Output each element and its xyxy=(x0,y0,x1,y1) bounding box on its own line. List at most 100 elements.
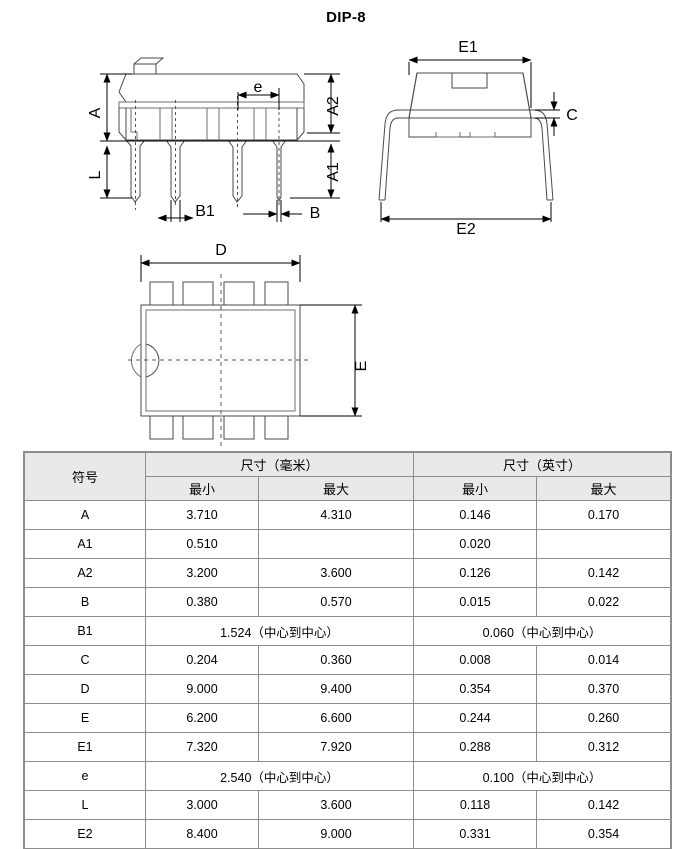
cell-inch-max: 0.142 xyxy=(536,558,672,588)
front-view-dimensions xyxy=(100,73,340,222)
cell-inch-max xyxy=(536,529,672,559)
cell-inch-min: 0.020 xyxy=(413,529,538,559)
cell-mm-max: 0.360 xyxy=(257,645,415,675)
cell-inch-min: 0.288 xyxy=(413,732,538,762)
cell-inch-min: 0.354 xyxy=(413,674,538,704)
cell-mm-min: 9.000 xyxy=(145,674,259,704)
cell-mm-max: 9.400 xyxy=(257,674,415,704)
column-header-inch-max: 最大 xyxy=(536,476,672,501)
cell-inch-max: 0.312 xyxy=(536,732,672,762)
cell-mm-min: 0.510 xyxy=(145,529,259,559)
cell-inch-min: 0.118 xyxy=(413,790,538,820)
cell-inch-min: 0.244 xyxy=(413,703,538,733)
dim-label-B1: B1 xyxy=(195,203,215,220)
column-header-mm: 尺寸（毫米） xyxy=(144,452,415,477)
cell-inch-max: 0.170 xyxy=(536,500,672,530)
dim-label-L: L xyxy=(87,170,104,179)
cell-symbol: A1 xyxy=(24,529,146,559)
dim-label-A2: A2 xyxy=(325,96,342,116)
dim-label-C: C xyxy=(566,107,578,124)
column-header-inch-min: 最小 xyxy=(413,476,538,501)
dim-label-A1: A1 xyxy=(325,162,342,182)
cell-mm-max: 7.920 xyxy=(257,732,415,762)
side-view-geometry xyxy=(378,72,554,201)
cell-mm-min: 3.200 xyxy=(145,558,259,588)
page-title: DIP-8 xyxy=(326,9,366,26)
cell-inch-min: 0.008 xyxy=(413,645,538,675)
table-head: 符号 尺寸（毫米） 尺寸（英寸） 最小 最大 最小 最大 xyxy=(24,452,672,501)
dim-label-E: E xyxy=(353,361,370,372)
drawing-canvas: A L e A2 A1 B1 B E1 E2 C D E xyxy=(87,39,578,446)
cell-mm-min: 3.710 xyxy=(145,500,259,530)
cell-symbol: B xyxy=(24,587,146,617)
dim-label-E1: E1 xyxy=(458,39,478,56)
cell-symbol: C xyxy=(24,645,146,675)
cell-mm-max: 3.600 xyxy=(257,790,415,820)
cell-mm-min: 0.380 xyxy=(145,587,259,617)
cell-inch-max: 0.142 xyxy=(536,790,672,820)
cell-mm-min: 0.204 xyxy=(145,645,259,675)
cell-mm-min: 7.320 xyxy=(145,732,259,762)
top-view-dimensions xyxy=(140,255,362,417)
cell-mm-max: 9.000 xyxy=(257,819,415,849)
cell-mm-min: 3.000 xyxy=(145,790,259,820)
cell-inch-min: 0.331 xyxy=(413,819,538,849)
cell-inch-span: 0.060（中心到中心） xyxy=(413,616,672,646)
cell-symbol: B1 xyxy=(24,616,146,646)
cell-symbol: E xyxy=(24,703,146,733)
cell-symbol: e xyxy=(24,761,146,791)
cell-mm-max: 0.570 xyxy=(257,587,415,617)
cell-symbol: A xyxy=(24,500,146,530)
table-header-row-groups: 符号 尺寸（毫米） 尺寸（英寸） xyxy=(24,452,672,501)
dim-label-D: D xyxy=(215,242,227,259)
cell-mm-max: 4.310 xyxy=(257,500,415,530)
side-view-dimensions xyxy=(380,56,560,223)
dim-label-B: B xyxy=(310,205,321,222)
cell-mm-min: 8.400 xyxy=(145,819,259,849)
dim-label-E2: E2 xyxy=(456,221,476,238)
dim-label-e: e xyxy=(254,79,263,96)
column-header-symbol: 符号 xyxy=(24,452,146,501)
front-view-geometry xyxy=(118,57,305,210)
cell-inch-span: 0.100（中心到中心） xyxy=(413,761,672,791)
cell-inch-max: 0.260 xyxy=(536,703,672,733)
cell-mm-span: 1.524（中心到中心） xyxy=(144,616,415,646)
cell-inch-max: 0.354 xyxy=(536,819,672,849)
cell-inch-min: 0.015 xyxy=(413,587,538,617)
cell-mm-min: 6.200 xyxy=(145,703,259,733)
dim-label-A: A xyxy=(87,107,104,118)
cell-mm-span: 2.540（中心到中心） xyxy=(144,761,415,791)
cell-mm-max: 6.600 xyxy=(257,703,415,733)
cell-inch-max: 0.014 xyxy=(536,645,672,675)
cell-mm-max xyxy=(257,529,415,559)
package-drawings: A L e A2 A1 B1 B E1 E2 C D E xyxy=(87,39,578,446)
cell-inch-min: 0.146 xyxy=(413,500,538,530)
cell-symbol: A2 xyxy=(24,558,146,588)
column-header-mm-max: 最大 xyxy=(257,476,415,501)
cell-symbol: L xyxy=(24,790,146,820)
cell-inch-max: 0.022 xyxy=(536,587,672,617)
cell-symbol: E2 xyxy=(24,819,146,849)
column-header-mm-min: 最小 xyxy=(145,476,259,501)
top-view-geometry xyxy=(128,274,312,446)
cell-inch-max: 0.370 xyxy=(536,674,672,704)
cell-symbol: E1 xyxy=(24,732,146,762)
cell-symbol: D xyxy=(24,674,146,704)
column-header-inch: 尺寸（英寸） xyxy=(413,452,672,477)
cell-mm-max: 3.600 xyxy=(257,558,415,588)
